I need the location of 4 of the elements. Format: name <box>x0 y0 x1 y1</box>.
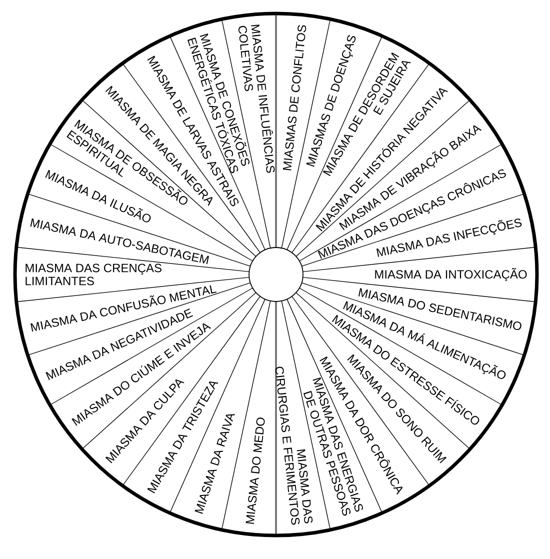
sector-label: MIASMA DAS CRENÇAS LIMITANTES <box>26 264 162 286</box>
sector-label: MIASMAS DE CONFLITOS <box>282 25 306 170</box>
sector-label: MIASMA DO MEDO <box>246 418 265 524</box>
sector-label: MIASMA DA INTOXICAÇÃO <box>375 268 527 282</box>
